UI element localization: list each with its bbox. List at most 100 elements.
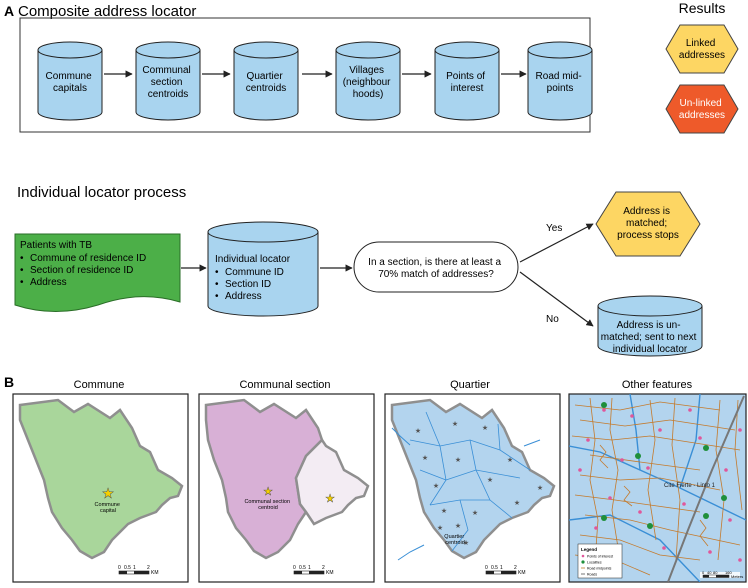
- step-label-line: points: [547, 83, 574, 94]
- centroid-star: ★: [441, 507, 447, 515]
- scale-tick: 0.5: [299, 565, 306, 571]
- centroid-star: ★: [422, 454, 428, 462]
- results-title: Results: [679, 0, 726, 16]
- step-cylinder: Villages (neighbour hoods): [335, 41, 401, 121]
- step-label-line: interest: [451, 83, 484, 94]
- individual-locator-cylinder: Individual locator ••• Commune ID Sectio…: [207, 221, 319, 317]
- star-icon: ★: [325, 493, 335, 505]
- quartier-centroids: ★ ★ ★ ★ ★ ★ ★ ★ ★ ★ ★ ★ ★ ★ ★: [415, 420, 543, 547]
- matched-hexagon: Address is matched; process stops: [595, 191, 701, 257]
- step-label-line: (neighbour: [343, 77, 391, 88]
- main-road: [667, 395, 745, 582]
- unlinked-line: Un-linked: [679, 98, 721, 109]
- legend-swatch: [581, 560, 585, 564]
- scale-tick: 2: [514, 565, 517, 571]
- quartier-centroid-label: Quartier centroid: [444, 534, 465, 546]
- locator-item: Section ID: [225, 279, 271, 290]
- map-quartier: ★ ★ ★ ★ ★ ★ ★ ★ ★ ★ ★ ★ ★ ★ ★ Quartier c…: [384, 393, 561, 583]
- patients-text: Patients with TB: [20, 240, 92, 251]
- step-label-line: centroids: [246, 83, 287, 94]
- scale-bar: 0 0.5 1 2 KM: [118, 565, 159, 576]
- scale-unit: KM: [326, 570, 334, 576]
- map-title-commune: Commune: [74, 379, 125, 391]
- scale-tick: 80: [713, 570, 718, 575]
- section-centroid-label: Communal section centroid: [244, 499, 291, 511]
- scale-tick: 0: [485, 565, 488, 571]
- patients-items: Commune of residence ID Section of resid…: [30, 253, 149, 288]
- scale-tick: 2: [147, 565, 150, 571]
- locator-title: Individual locator: [215, 254, 291, 265]
- centroid-star: ★: [487, 476, 493, 484]
- locator-item: Address: [225, 291, 262, 302]
- locator-items: Commune ID Section ID Address: [225, 267, 287, 302]
- linked-label: Linked addresses: [679, 38, 725, 61]
- decision-line: 70% match of addresses?: [378, 269, 494, 280]
- legend-swatch: [581, 554, 585, 558]
- map-commune: ★ Commune capital 0 0.5 1 2 KM: [12, 393, 189, 583]
- step-label-line: Villages: [349, 65, 384, 76]
- decision-box: In a section, is there at least a 70% ma…: [353, 241, 519, 293]
- patients-document: Patients with TB ••• Commune of residenc…: [14, 233, 181, 312]
- no-label: No: [546, 314, 559, 325]
- map-title-section: Communal section: [239, 379, 330, 391]
- composite-locator-frame: [19, 17, 591, 133]
- scale-bar: 0 0.5 1 2 KM: [293, 565, 334, 576]
- bullet-glyph: •••: [20, 253, 24, 288]
- step-cylinder: Quartier centroids: [233, 41, 299, 121]
- decision-text: In a section, is there at least a 70% ma…: [368, 257, 504, 280]
- scale-ticks: 0 0.5 1 2 KM: [293, 565, 334, 576]
- commune-polygon: [18, 398, 184, 560]
- other-map-label: Cite Fierte - Linto 1: [664, 483, 716, 489]
- step-label-line: centroids: [148, 89, 189, 100]
- step-label: Quartier centroids: [246, 71, 287, 94]
- step-label: Commune capitals: [46, 71, 95, 94]
- unmatched-line: matched; sent to next: [601, 332, 697, 343]
- locator-item: Commune ID: [225, 267, 284, 278]
- centroid-star: ★: [472, 509, 478, 517]
- map-label-line: centroid: [445, 540, 465, 546]
- scale-tick: 160: [725, 570, 732, 575]
- centroid-star: ★: [514, 499, 520, 507]
- centroid-star: ★: [507, 456, 513, 464]
- individual-title: Individual locator process: [17, 184, 186, 201]
- scale-tick: 40: [707, 570, 712, 575]
- patients-item: Commune of residence ID: [30, 253, 146, 264]
- river-line: [391, 427, 541, 561]
- star-icon: ★: [102, 485, 115, 501]
- localities: [601, 402, 727, 529]
- linked-line: Linked: [686, 38, 715, 49]
- centroid-star: ★: [415, 427, 421, 435]
- matched-line: matched;: [626, 218, 667, 229]
- map-title-other: Other features: [622, 379, 693, 391]
- linked-line: addresses: [679, 50, 725, 61]
- commune-capital-label: Commune capital: [95, 502, 122, 514]
- yes-label: Yes: [546, 223, 562, 234]
- section-polygon-main: [204, 398, 324, 560]
- centroid-star: ★: [437, 524, 443, 532]
- map-section: ★ ★ Communal section centroid 0 0.5 1 2 …: [198, 393, 375, 583]
- map-label-line: Commune: [95, 502, 120, 508]
- scale-tick: 0: [702, 570, 705, 575]
- unmatched-line: individual locator: [613, 344, 688, 355]
- step-label: Villages (neighbour hoods): [343, 65, 394, 100]
- step-cylinder: Commune capitals: [37, 41, 103, 121]
- scale-bar-meters: 0 40 80 160 Meters: [700, 570, 743, 579]
- step-label: Points of interest: [446, 71, 488, 94]
- scale-unit: KM: [151, 570, 159, 576]
- star-icon: ★: [263, 486, 273, 498]
- step-label-line: Road mid-: [536, 71, 582, 82]
- centroid-star: ★: [455, 456, 461, 464]
- scale-bar: 0 0.5 1 2 KM: [485, 565, 526, 576]
- step-label-line: Quartier: [247, 71, 284, 82]
- panel-b-letter: B: [4, 374, 14, 390]
- linked-hexagon: Linked addresses: [665, 24, 739, 74]
- scale-tick: 0.5: [124, 565, 131, 571]
- scale-ticks: 0 0.5 1 2 KM: [118, 565, 159, 576]
- scale-tick: 0: [118, 565, 121, 571]
- centroid-star: ★: [455, 522, 461, 530]
- scale-tick: 1: [133, 565, 136, 571]
- decision-line: In a section, is there at least a: [368, 257, 501, 268]
- matched-label: Address is matched; process stops: [617, 206, 679, 241]
- unlinked-label: Un-linked addresses: [679, 98, 725, 121]
- scale-ticks: 0 0.5 1 2 KM: [485, 565, 526, 576]
